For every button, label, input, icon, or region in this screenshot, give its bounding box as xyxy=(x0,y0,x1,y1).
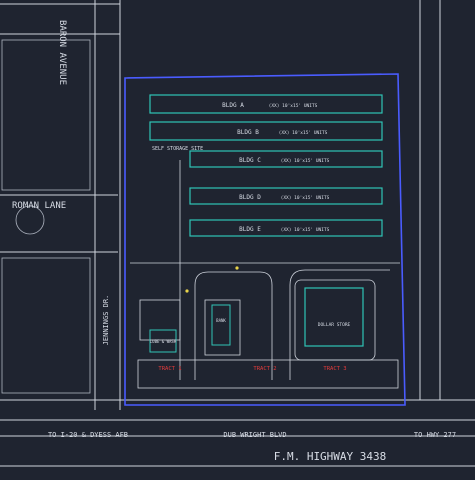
building-c xyxy=(189,150,383,168)
bldg-c-label: BLDG C xyxy=(239,157,261,164)
bank-building xyxy=(211,304,231,346)
lot-outline xyxy=(1,39,91,191)
bldg-e-label: BLDG E xyxy=(239,226,261,233)
tract-2-label: TRACT 2 xyxy=(253,366,276,372)
dollar-store-label: DOLLAR STORE xyxy=(318,322,351,328)
building-a xyxy=(149,94,383,114)
bldg-d-label: BLDG D xyxy=(239,194,261,201)
neighboring-lots xyxy=(1,39,91,394)
fm-highway-label: F.M. HIGHWAY 3438 xyxy=(274,450,387,463)
building-b xyxy=(149,121,383,141)
bldg-d-spec: (XX) 10'x15' UNITS xyxy=(281,195,330,201)
site-boundary xyxy=(124,73,406,406)
bldg-b-spec: (XX) 10'x15' UNITS xyxy=(279,130,328,136)
roundabout xyxy=(15,205,45,235)
to-hwy-label: TO HWY 277 xyxy=(414,431,456,439)
dollar-store-building xyxy=(304,287,364,347)
tract-1-label: TRACT 1 xyxy=(158,366,181,372)
bldg-a-spec: (XX) 10'x15' UNITS xyxy=(269,103,318,109)
bldg-b-label: BLDG B xyxy=(237,129,259,136)
bank-label: BANK xyxy=(216,318,226,323)
yellow-marker xyxy=(235,266,239,270)
roman-lane-label: ROMAN LANE xyxy=(12,201,66,211)
yellow-marker xyxy=(185,289,189,293)
bldg-e-spec: (XX) 10'x15' UNITS xyxy=(281,227,330,233)
building-labels: BLDG A (XX) 10'x15' UNITS BLDG B (XX) 10… xyxy=(222,102,330,233)
bldg-c-spec: (XX) 10'x15' UNITS xyxy=(281,158,330,164)
jennings-dr-label: JENNINGS DR. xyxy=(102,295,110,346)
baron-avenue-label: BARON AVENUE xyxy=(57,20,67,85)
tract-3-label: TRACT 3 xyxy=(323,366,346,372)
tract-labels: TRACT 1 TRACT 2 TRACT 3 xyxy=(158,366,346,372)
lube-building xyxy=(149,329,177,353)
building-e xyxy=(189,219,383,237)
lot-outline xyxy=(1,257,91,394)
storage-buildings xyxy=(149,94,383,237)
roads xyxy=(0,0,475,467)
interior-drives xyxy=(130,160,400,389)
bldg-a-label: BLDG A xyxy=(222,102,244,109)
lube-label: LUBE & WASH xyxy=(150,339,177,344)
dub-wright-blvd-label: DUB WRIGHT BLVD xyxy=(223,431,286,439)
building-d xyxy=(189,187,383,205)
to-i20-label: TO I-20 & DYESS AFB xyxy=(48,431,128,439)
self-storage-label: SELF STORAGE SITE xyxy=(152,146,203,152)
